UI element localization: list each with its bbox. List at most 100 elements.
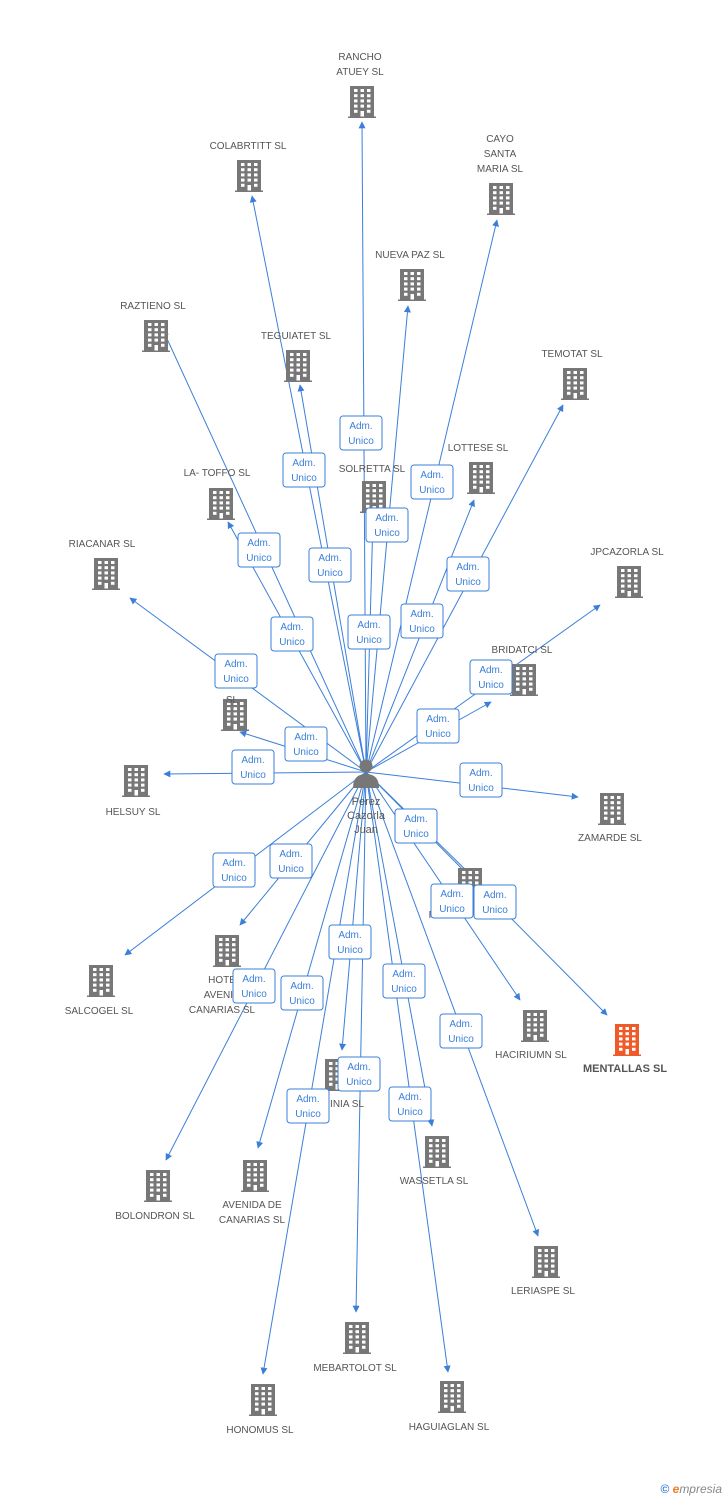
- company-node-nueva-paz[interactable]: NUEVA PAZ SL: [375, 250, 445, 301]
- relation-badge[interactable]: Adm. Unico: [439, 1013, 483, 1049]
- relation-label-line2: Unico: [448, 1034, 474, 1045]
- company-label: CANARIAS SL: [219, 1215, 286, 1226]
- company-node-temotat[interactable]: TEMOTAT SL: [541, 349, 603, 400]
- relation-badge[interactable]: Adm.Unico: [446, 556, 490, 592]
- company-node-salcogel[interactable]: SALCOGEL SL: [65, 965, 134, 1017]
- company-node-jpcazorla[interactable]: JPCAZORLA SL: [590, 547, 664, 598]
- company-node-mentallas[interactable]: MENTALLAS SL: [583, 1024, 667, 1075]
- relation-badge[interactable]: Adm.Unico: [365, 507, 409, 543]
- relation-badge[interactable]: Adm.Unico: [388, 1086, 432, 1122]
- relation-badge[interactable]: Adm.Unico: [237, 532, 281, 568]
- relation-badge[interactable]: Adm.Unico: [347, 614, 391, 650]
- company-node-leriaspe[interactable]: LERIASPE SL: [511, 1246, 575, 1297]
- company-node-riacanar[interactable]: RIACANAR SL: [69, 539, 136, 590]
- relation-badge[interactable]: Adm.Unico: [339, 415, 383, 451]
- company-node-teguiatet[interactable]: TEGUIATET SL: [261, 331, 332, 382]
- relation-badge[interactable]: Adm.Unico: [231, 749, 275, 785]
- relation-label-line2: Unico: [356, 635, 382, 646]
- relation-badge[interactable]: Adm.Unico: [232, 968, 276, 1004]
- relation-label-line2: Unico: [403, 829, 429, 840]
- building-icon: [532, 1246, 560, 1278]
- relation-badge[interactable]: Adm.Unico: [214, 653, 258, 689]
- company-label: HAGUIAGLAN SL: [409, 1422, 490, 1433]
- company-label: INIA SL: [330, 1099, 364, 1110]
- relation-badge[interactable]: Adm.Unico: [328, 924, 372, 960]
- copyright-symbol: ©: [660, 1482, 670, 1496]
- building-icon: [235, 160, 263, 192]
- company-node-bridatci[interactable]: BRIDATCI SL: [492, 645, 553, 696]
- company-label: HELSUY SL: [106, 807, 161, 818]
- relation-badge[interactable]: Adm.Unico: [280, 975, 324, 1011]
- company-node-haciriumn[interactable]: HACIRIUMN SL: [495, 1010, 567, 1061]
- company-node-bolondron[interactable]: BOLONDRON SL: [115, 1170, 195, 1222]
- relation-label-line2: Unico: [279, 637, 305, 648]
- relation-badge[interactable]: Adm.Unico: [286, 1088, 330, 1124]
- relation-badge[interactable]: Adm.Unico: [430, 883, 474, 919]
- relation-badge[interactable]: Adm.Unico: [308, 547, 352, 583]
- company-label: SL: [226, 695, 239, 706]
- company-node-lottese[interactable]: LOTTESE SL: [448, 443, 509, 494]
- company-node-zamarde[interactable]: ZAMARDE SL: [578, 793, 642, 844]
- company-label: AVENID: [204, 990, 241, 1001]
- relation-badge[interactable]: Adm.Unico: [459, 762, 503, 798]
- relation-badge[interactable]: Adm.Unico: [416, 708, 460, 744]
- company-node-raztieno[interactable]: RAZTIENO SL: [120, 301, 186, 352]
- company-label: SOLRETTA SL: [339, 464, 406, 475]
- edge-mebartolot: [352, 771, 367, 1313]
- company-node-la-toffo[interactable]: LA- TOFFO SL: [184, 468, 251, 520]
- relation-badge[interactable]: Adm.Unico: [400, 603, 444, 639]
- company-node-wassetla[interactable]: WASSETLA SL: [400, 1136, 469, 1187]
- relation-badge[interactable]: Adm.Unico: [337, 1056, 381, 1092]
- relation-badge[interactable]: Adm.Unico: [410, 464, 454, 500]
- relation-label-line1: Adm.: [222, 858, 245, 869]
- company-node-helsuy[interactable]: HELSUY SL: [106, 765, 161, 818]
- company-label: WASSETLA SL: [400, 1176, 469, 1187]
- relation-badge[interactable]: Adm.Unico: [270, 616, 314, 652]
- company-label: LOTTESE SL: [448, 443, 509, 454]
- relation-label-line1: Adm.: [449, 1019, 472, 1030]
- company-node-solretta[interactable]: SOLRETTA SL: [339, 464, 406, 513]
- building-icon: [241, 1160, 269, 1192]
- building-icon: [213, 935, 241, 967]
- building-icon: [343, 1322, 371, 1354]
- relation-badge[interactable]: Adm.Unico: [394, 808, 438, 844]
- company-label: SANTA: [484, 149, 517, 160]
- building-icon: [510, 664, 538, 696]
- building-icon: [122, 765, 150, 797]
- relation-label-line1: Adm.: [469, 768, 492, 779]
- company-node-haguiaglan[interactable]: HAGUIAGLAN SL: [409, 1381, 490, 1433]
- relation-label-line1: Adm.: [349, 421, 372, 432]
- building-icon: [348, 86, 376, 118]
- relation-badge[interactable]: Adm.Unico: [382, 963, 426, 999]
- company-label: CAYO: [486, 134, 514, 145]
- building-icon: [142, 320, 170, 352]
- relation-badge[interactable]: Adm.Unico: [269, 843, 313, 879]
- relation-badge[interactable]: Adm.Unico: [473, 884, 517, 920]
- relation-label-line2: Unico: [241, 989, 267, 1000]
- person-icon: [353, 759, 379, 788]
- relation-label-line2: Unico: [346, 1077, 372, 1088]
- person-name-line: Perez: [352, 796, 381, 808]
- company-node-mebartolot[interactable]: MEBARTOLOT SL: [313, 1322, 397, 1374]
- relation-label-line1: Adm.: [426, 714, 449, 725]
- company-node-hab[interactable]: HABSL: [221, 680, 249, 731]
- relation-badge[interactable]: Adm.Unico: [469, 659, 513, 695]
- building-icon: [144, 1170, 172, 1202]
- footer-credit[interactable]: © empresia: [660, 1482, 722, 1496]
- relation-badge[interactable]: Adm.Unico: [282, 452, 326, 488]
- relation-badge[interactable]: Adm.Unico: [284, 726, 328, 762]
- company-node-honomus[interactable]: HONOMUS SL: [226, 1384, 294, 1436]
- company-label: COLABRTITT SL: [210, 141, 287, 152]
- relation-label-line1: Adm.: [375, 513, 398, 524]
- relation-badge[interactable]: Adm.Unico: [212, 852, 256, 888]
- relation-label-line1: Adm.: [410, 609, 433, 620]
- company-node-colabrtitt[interactable]: COLABRTITT SL: [210, 141, 287, 192]
- relation-label-line1: Adm.: [392, 969, 415, 980]
- relation-label-line2: Unico: [317, 568, 343, 579]
